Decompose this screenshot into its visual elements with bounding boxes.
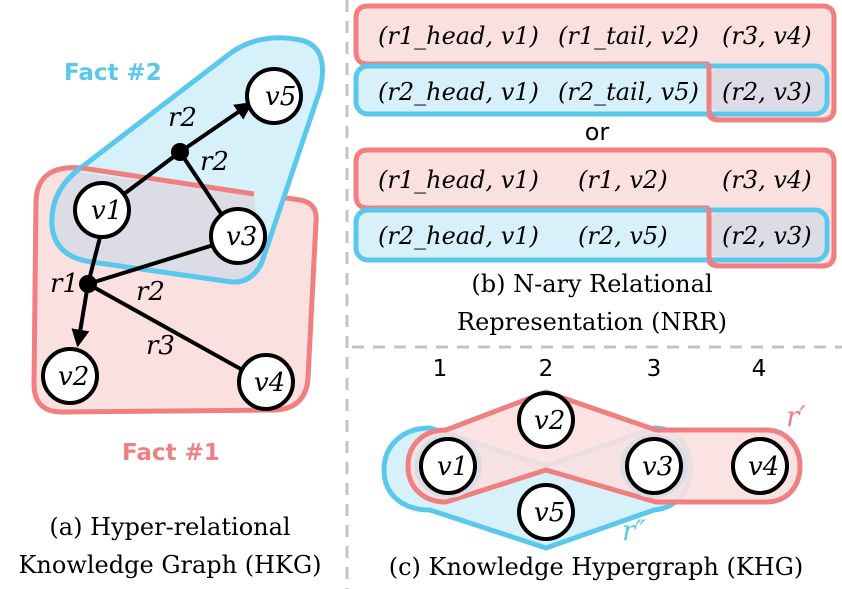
khg-label-r-prime: r′: [786, 400, 806, 433]
hkg-panel: v5 v1 v3 v2 v4 r2 r2 r1 r2 r3 Fact #2 Fa…: [19, 35, 325, 579]
nrr-set2-row1-col1: (r1_head, v1): [378, 166, 539, 194]
khg-node-v3: v3: [625, 437, 683, 495]
svg-text:v2: v2: [534, 406, 565, 436]
nrr-panel: (r1_head, v1) (r1_tail, v2) (r3, v4) (r2…: [353, 3, 837, 336]
khg-node-v4: v4: [731, 437, 789, 495]
hkg-node-v4: v4: [237, 353, 295, 411]
nrr-set1-row1-col3: (r3, v4): [722, 22, 812, 50]
hkg-caption-line2: Knowledge Graph (HKG): [19, 551, 322, 579]
khg-panel: 1 2 3 4 v1 v2 v3 v4 v5 r′ r: [381, 356, 806, 581]
label-r2-right: r2: [200, 147, 229, 177]
svg-text:v2: v2: [58, 362, 89, 392]
khg-node-v1: v1: [419, 437, 477, 495]
nrr-set1-row1-col1: (r1_head, v1): [378, 22, 539, 50]
edge-r1-v2: [71, 283, 90, 348]
svg-text:v5: v5: [534, 498, 565, 528]
label-r3: r3: [146, 331, 175, 361]
svg-text:v3: v3: [642, 452, 673, 482]
nrr-set2-row1-col2: (r1, v2): [578, 166, 668, 194]
nrr-caption-line1: (b) N-ary Relational: [471, 270, 712, 298]
svg-text:v1: v1: [437, 452, 468, 482]
hkg-node-v5: v5: [245, 67, 303, 125]
hkg-node-v1: v1: [73, 181, 131, 239]
svg-text:v5: v5: [265, 82, 296, 112]
hkg-node-v3: v3: [209, 207, 267, 265]
fact2-label: Fact #2: [64, 60, 162, 86]
hkg-node-v2: v2: [41, 347, 99, 405]
nrr-set2-row1-col3: (r3, v4): [722, 166, 812, 194]
khg-node-v2: v2: [517, 391, 575, 449]
svg-text:v3: v3: [226, 222, 257, 252]
svg-text:v4: v4: [254, 368, 285, 398]
relation-node-r1: [79, 275, 97, 293]
nrr-set1-row2-col3: (r2, v3): [722, 78, 812, 106]
edge-r2-v5: [178, 101, 253, 154]
nrr-set2-row2-col2: (r2, v5): [578, 222, 668, 250]
nrr-set2-row2-col1: (r2_head, v1): [378, 222, 539, 250]
fact1-label: Fact #1: [122, 440, 220, 466]
relation-node-r2: [171, 143, 189, 161]
nrr-set1-row2-col2: (r2_tail, v5): [558, 78, 699, 106]
khg-node-v5: v5: [517, 483, 575, 541]
svg-text:v4: v4: [748, 452, 779, 482]
label-r1: r1: [50, 269, 79, 299]
nrr-or-label: or: [585, 118, 610, 146]
label-r2-mid: r2: [136, 277, 165, 307]
khg-position-4: 4: [752, 356, 767, 382]
nrr-caption-line2: Representation (NRR): [457, 308, 727, 336]
edge-r1-v4: [87, 282, 265, 384]
nrr-set1-row2-col1: (r2_head, v1): [378, 78, 539, 106]
nrr-set2-row2-col3: (r2, v3): [722, 222, 812, 250]
khg-position-1: 1: [433, 356, 448, 382]
khg-position-2: 2: [539, 356, 554, 382]
khg-position-3: 3: [647, 356, 662, 382]
hkg-caption-line1: (a) Hyper-relational: [49, 513, 290, 541]
khg-label-r-double-prime: r″: [622, 514, 646, 547]
nrr-set1-row1-col2: (r1_tail, v2): [558, 22, 699, 50]
label-r2-top: r2: [168, 103, 197, 133]
svg-text:v1: v1: [91, 196, 122, 226]
khg-caption: (c) Knowledge Hypergraph (KHG): [389, 553, 804, 581]
khg-hyperedge-r-prime: [405, 389, 803, 505]
